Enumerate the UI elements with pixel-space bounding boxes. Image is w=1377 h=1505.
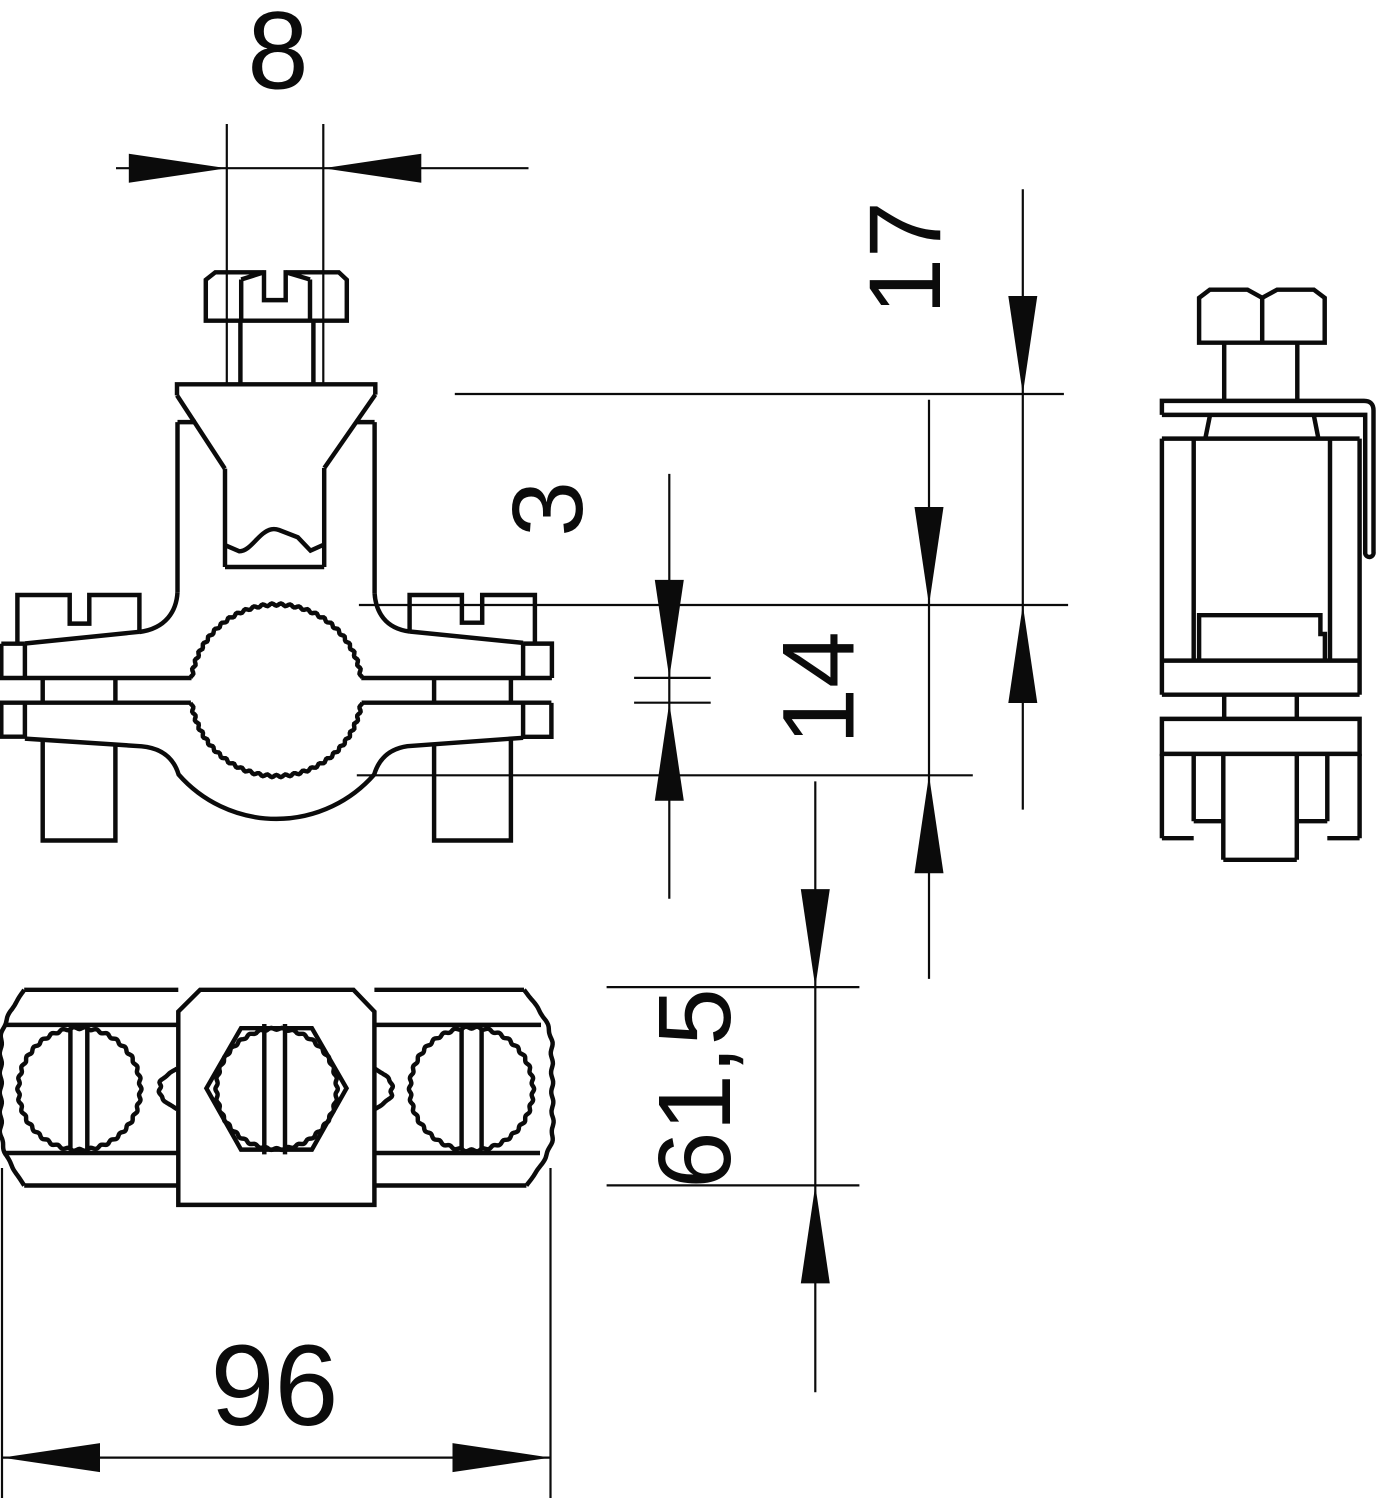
svg-text:61,5: 61,5 xyxy=(637,988,752,1188)
svg-text:17: 17 xyxy=(848,201,962,314)
svg-text:96: 96 xyxy=(211,1322,339,1450)
svg-text:3: 3 xyxy=(492,481,604,537)
svg-text:14: 14 xyxy=(761,631,875,744)
svg-text:8: 8 xyxy=(247,0,308,113)
